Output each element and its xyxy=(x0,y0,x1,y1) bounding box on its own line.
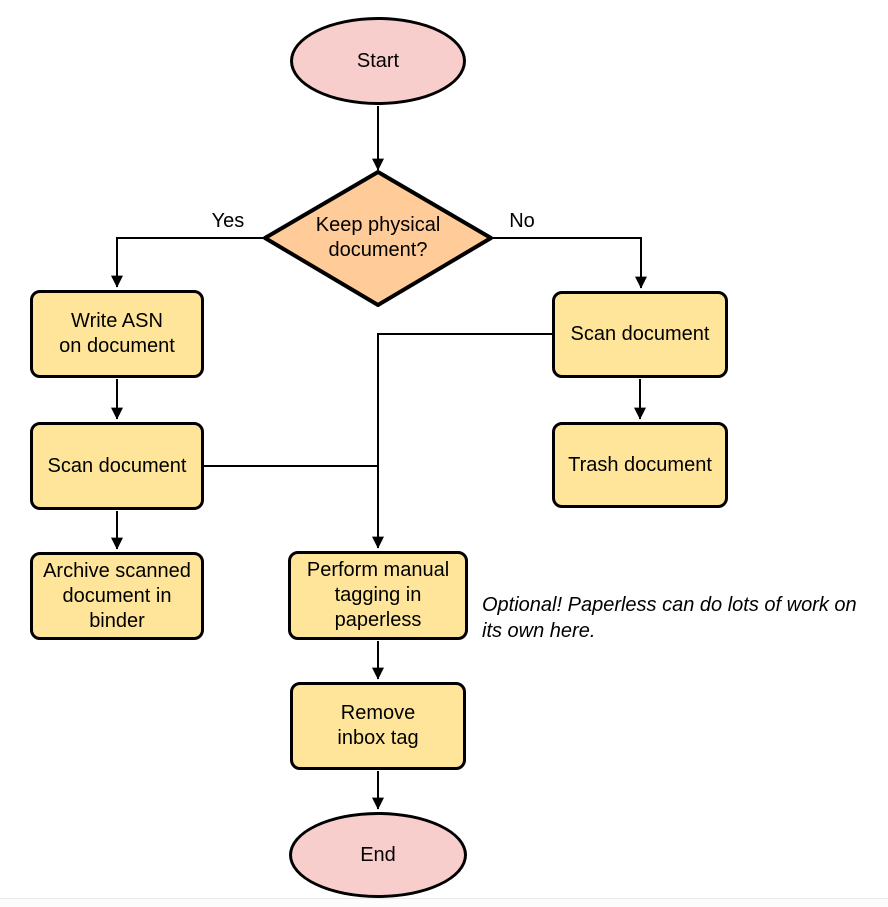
node-manual-tagging-label: Perform manual tagging in paperless xyxy=(306,559,450,631)
node-archive-binder: Archive scanned document in binder xyxy=(30,552,204,640)
node-write-asn-label: Write ASN on document xyxy=(59,310,175,357)
node-write-asn: Write ASN on document xyxy=(30,290,204,378)
node-archive-binder-label: Archive scanned document in binder xyxy=(43,559,191,632)
node-end-label: End xyxy=(360,843,396,866)
node-start-label: Start xyxy=(356,49,400,72)
node-trash-document-label: Trash document xyxy=(568,453,712,476)
node-scan-document-left: Scan document xyxy=(30,422,204,510)
node-remove-inbox-tag-label: Remove inbox tag xyxy=(337,702,419,749)
node-trash-document: Trash document xyxy=(552,422,728,508)
annotation-optional-note: Optional! Paperless can do lots of work … xyxy=(482,594,857,642)
node-decision-label: Keep physical document? xyxy=(315,214,441,261)
page-bottom-edge xyxy=(0,898,888,907)
connector-decision-yes-to-write-asn xyxy=(111,237,266,288)
edge-label-yes: Yes xyxy=(211,210,245,232)
node-remove-inbox-tag: Remove inbox tag xyxy=(290,682,466,770)
connector-decision-no-to-scan-right xyxy=(490,237,647,289)
decision-diamond-shape xyxy=(263,170,493,307)
connector-scan-right-to-tagging xyxy=(372,333,552,549)
edge-label-no: No xyxy=(509,210,535,232)
node-scan-document-left-label: Scan document xyxy=(47,454,187,477)
node-scan-document-right-label: Scan document xyxy=(570,323,710,345)
node-start: Start xyxy=(290,17,466,105)
node-end: End xyxy=(289,812,467,898)
node-manual-tagging: Perform manual tagging in paperless xyxy=(288,551,468,640)
node-scan-document-right: Scan document xyxy=(552,291,728,378)
